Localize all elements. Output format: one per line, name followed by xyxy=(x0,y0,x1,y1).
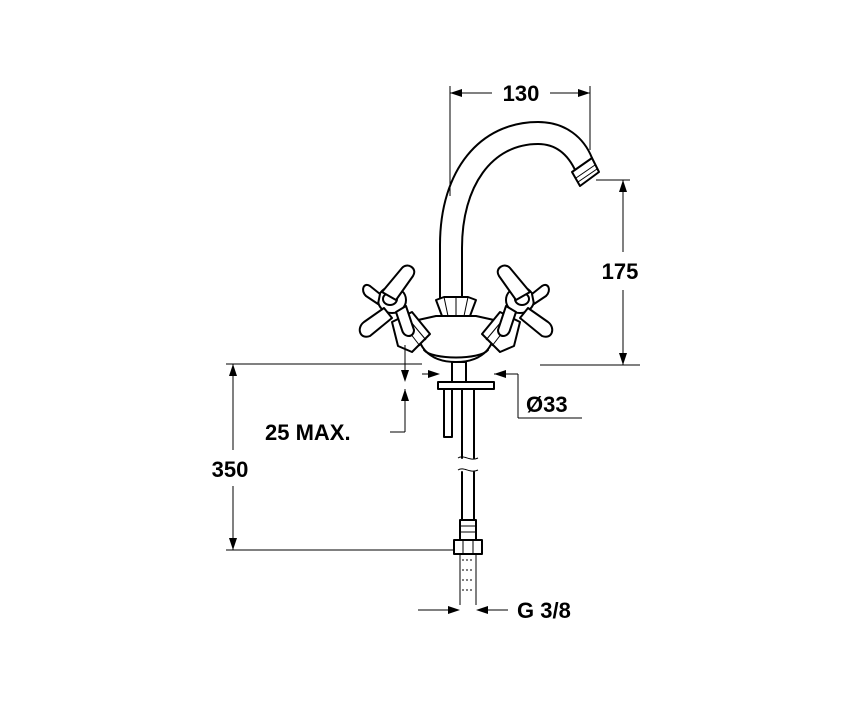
dimension-thread: G 3/8 xyxy=(418,598,571,623)
dimension-label-25-max: 25 MAX. xyxy=(265,420,351,445)
dimension-label-350: 350 xyxy=(212,457,249,482)
mounting-assembly xyxy=(437,361,495,605)
dimension-label-diameter: Ø33 xyxy=(526,392,568,417)
dimension-label-175: 175 xyxy=(602,259,639,284)
dimension-label-130: 130 xyxy=(503,81,540,106)
dimension-max-thickness: 25 MAX. xyxy=(265,345,409,445)
dimension-hose-length: 350 xyxy=(212,363,454,551)
dimension-spout-height: 175 xyxy=(540,179,640,366)
faucet-body xyxy=(416,296,496,363)
right-valve-handle xyxy=(481,264,554,353)
faucet-spout xyxy=(439,121,600,301)
dimension-label-thread: G 3/8 xyxy=(517,598,571,623)
left-valve-handle xyxy=(358,264,431,353)
dimension-base-diameter: Ø33 xyxy=(422,370,582,419)
dimension-spout-reach: 130 xyxy=(449,81,591,196)
